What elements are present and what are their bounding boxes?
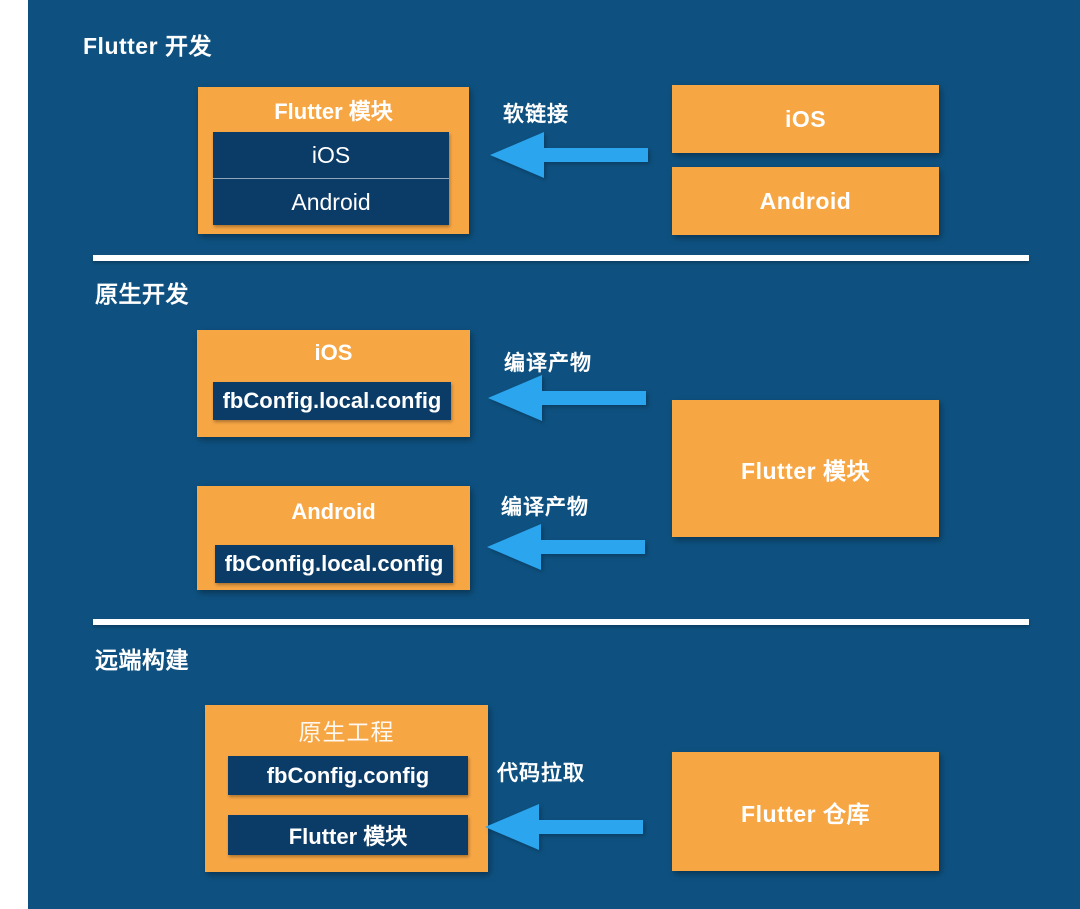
- native-project-box: 原生工程 fbConfig.config Flutter 模块: [205, 705, 488, 872]
- section-divider-2: [93, 619, 1029, 625]
- native-ios-box: iOS fbConfig.local.config: [197, 330, 470, 437]
- platform-stack: iOS Android: [213, 132, 449, 225]
- compile-product-label-bottom: 编译产物: [501, 496, 589, 519]
- flutter-module-box-title: Flutter 模块: [274, 99, 393, 124]
- native-android-box-title: Android: [291, 499, 376, 524]
- flutter-module-inner-box: Flutter 模块: [228, 815, 468, 855]
- ios-config-box: fbConfig.local.config: [213, 382, 451, 420]
- ios-source-box: iOS: [672, 85, 939, 153]
- section-title-flutter-dev: Flutter 开发: [83, 33, 212, 59]
- stack-row-android: Android: [291, 188, 371, 215]
- stack-row-ios: iOS: [213, 132, 449, 179]
- left-arrow-icon: [490, 132, 648, 178]
- fbconfig-box: fbConfig.config: [228, 756, 468, 795]
- section-divider-1: [93, 255, 1029, 261]
- android-source-box: Android: [672, 167, 939, 235]
- flutter-module-source-box: Flutter 模块: [672, 400, 939, 537]
- section-title-remote-build: 远端构建: [95, 647, 189, 673]
- flutter-module-box: Flutter 模块 iOS Android: [198, 87, 469, 234]
- code-pull-label: 代码拉取: [497, 762, 585, 785]
- section-title-native-dev: 原生开发: [95, 281, 189, 307]
- native-android-box: Android fbConfig.local.config: [197, 486, 470, 590]
- left-arrow-icon: [487, 524, 645, 570]
- left-arrow-icon: [485, 804, 643, 850]
- native-project-box-title: 原生工程: [298, 719, 395, 745]
- native-ios-box-title: iOS: [314, 340, 353, 365]
- compile-product-label-top: 编译产物: [504, 352, 592, 375]
- soft-link-label: 软链接: [503, 103, 569, 126]
- flutter-repo-box: Flutter 仓库: [672, 752, 939, 871]
- android-config-box: fbConfig.local.config: [215, 545, 453, 583]
- left-arrow-icon: [488, 375, 646, 421]
